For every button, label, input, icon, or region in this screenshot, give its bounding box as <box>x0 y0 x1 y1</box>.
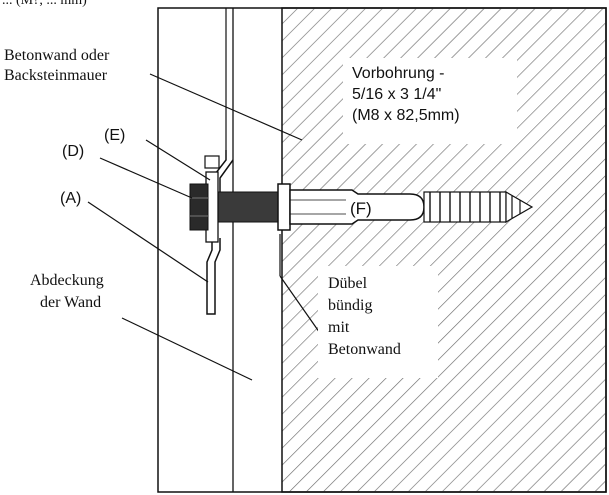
label-f: (F) <box>350 199 372 218</box>
label-e: (E) <box>104 127 125 144</box>
leader-e <box>145 139 211 181</box>
predrill-label-line2: 5/16 x 3 1/4" <box>352 86 441 103</box>
anchor-flush-label-line1: Dübel <box>328 275 368 292</box>
anchor-flange <box>277 183 291 231</box>
hex-nut <box>189 183 209 231</box>
wall-cover-label-line1: Abdeckung <box>30 272 104 289</box>
top-cut-text: ... (M?, ... mm) <box>2 0 87 8</box>
anchor-sleeve-label-bg <box>346 196 384 218</box>
anchor-flush-label-line3: mit <box>328 319 350 336</box>
screw-thread <box>423 190 534 224</box>
wall-type-label-line2: Backsteinmauer <box>4 67 108 84</box>
wall-cover-label-line2: der Wand <box>40 294 101 311</box>
label-a: (A) <box>60 190 81 207</box>
leader-wall-type <box>149 73 303 141</box>
predrill-text-box <box>343 58 517 144</box>
predrill-label-line3: (M8 x 82,5mm) <box>352 107 460 124</box>
predrill-label-line1: Vorbohrung - <box>352 65 445 82</box>
leader-anchor-flush <box>279 275 323 337</box>
leader-wall-cover <box>121 317 253 381</box>
anchor-flush-label-line2: bündig <box>328 297 372 314</box>
anchor-flush-label-line4: Betonwand <box>328 341 401 358</box>
leader-d <box>99 157 193 199</box>
label-d: (D) <box>62 143 84 160</box>
bracket-clip <box>204 155 220 169</box>
leader-a <box>87 201 209 283</box>
wall-type-label-line1: Betonwand oder <box>4 47 110 64</box>
anchor-flush-text-box <box>318 266 438 378</box>
